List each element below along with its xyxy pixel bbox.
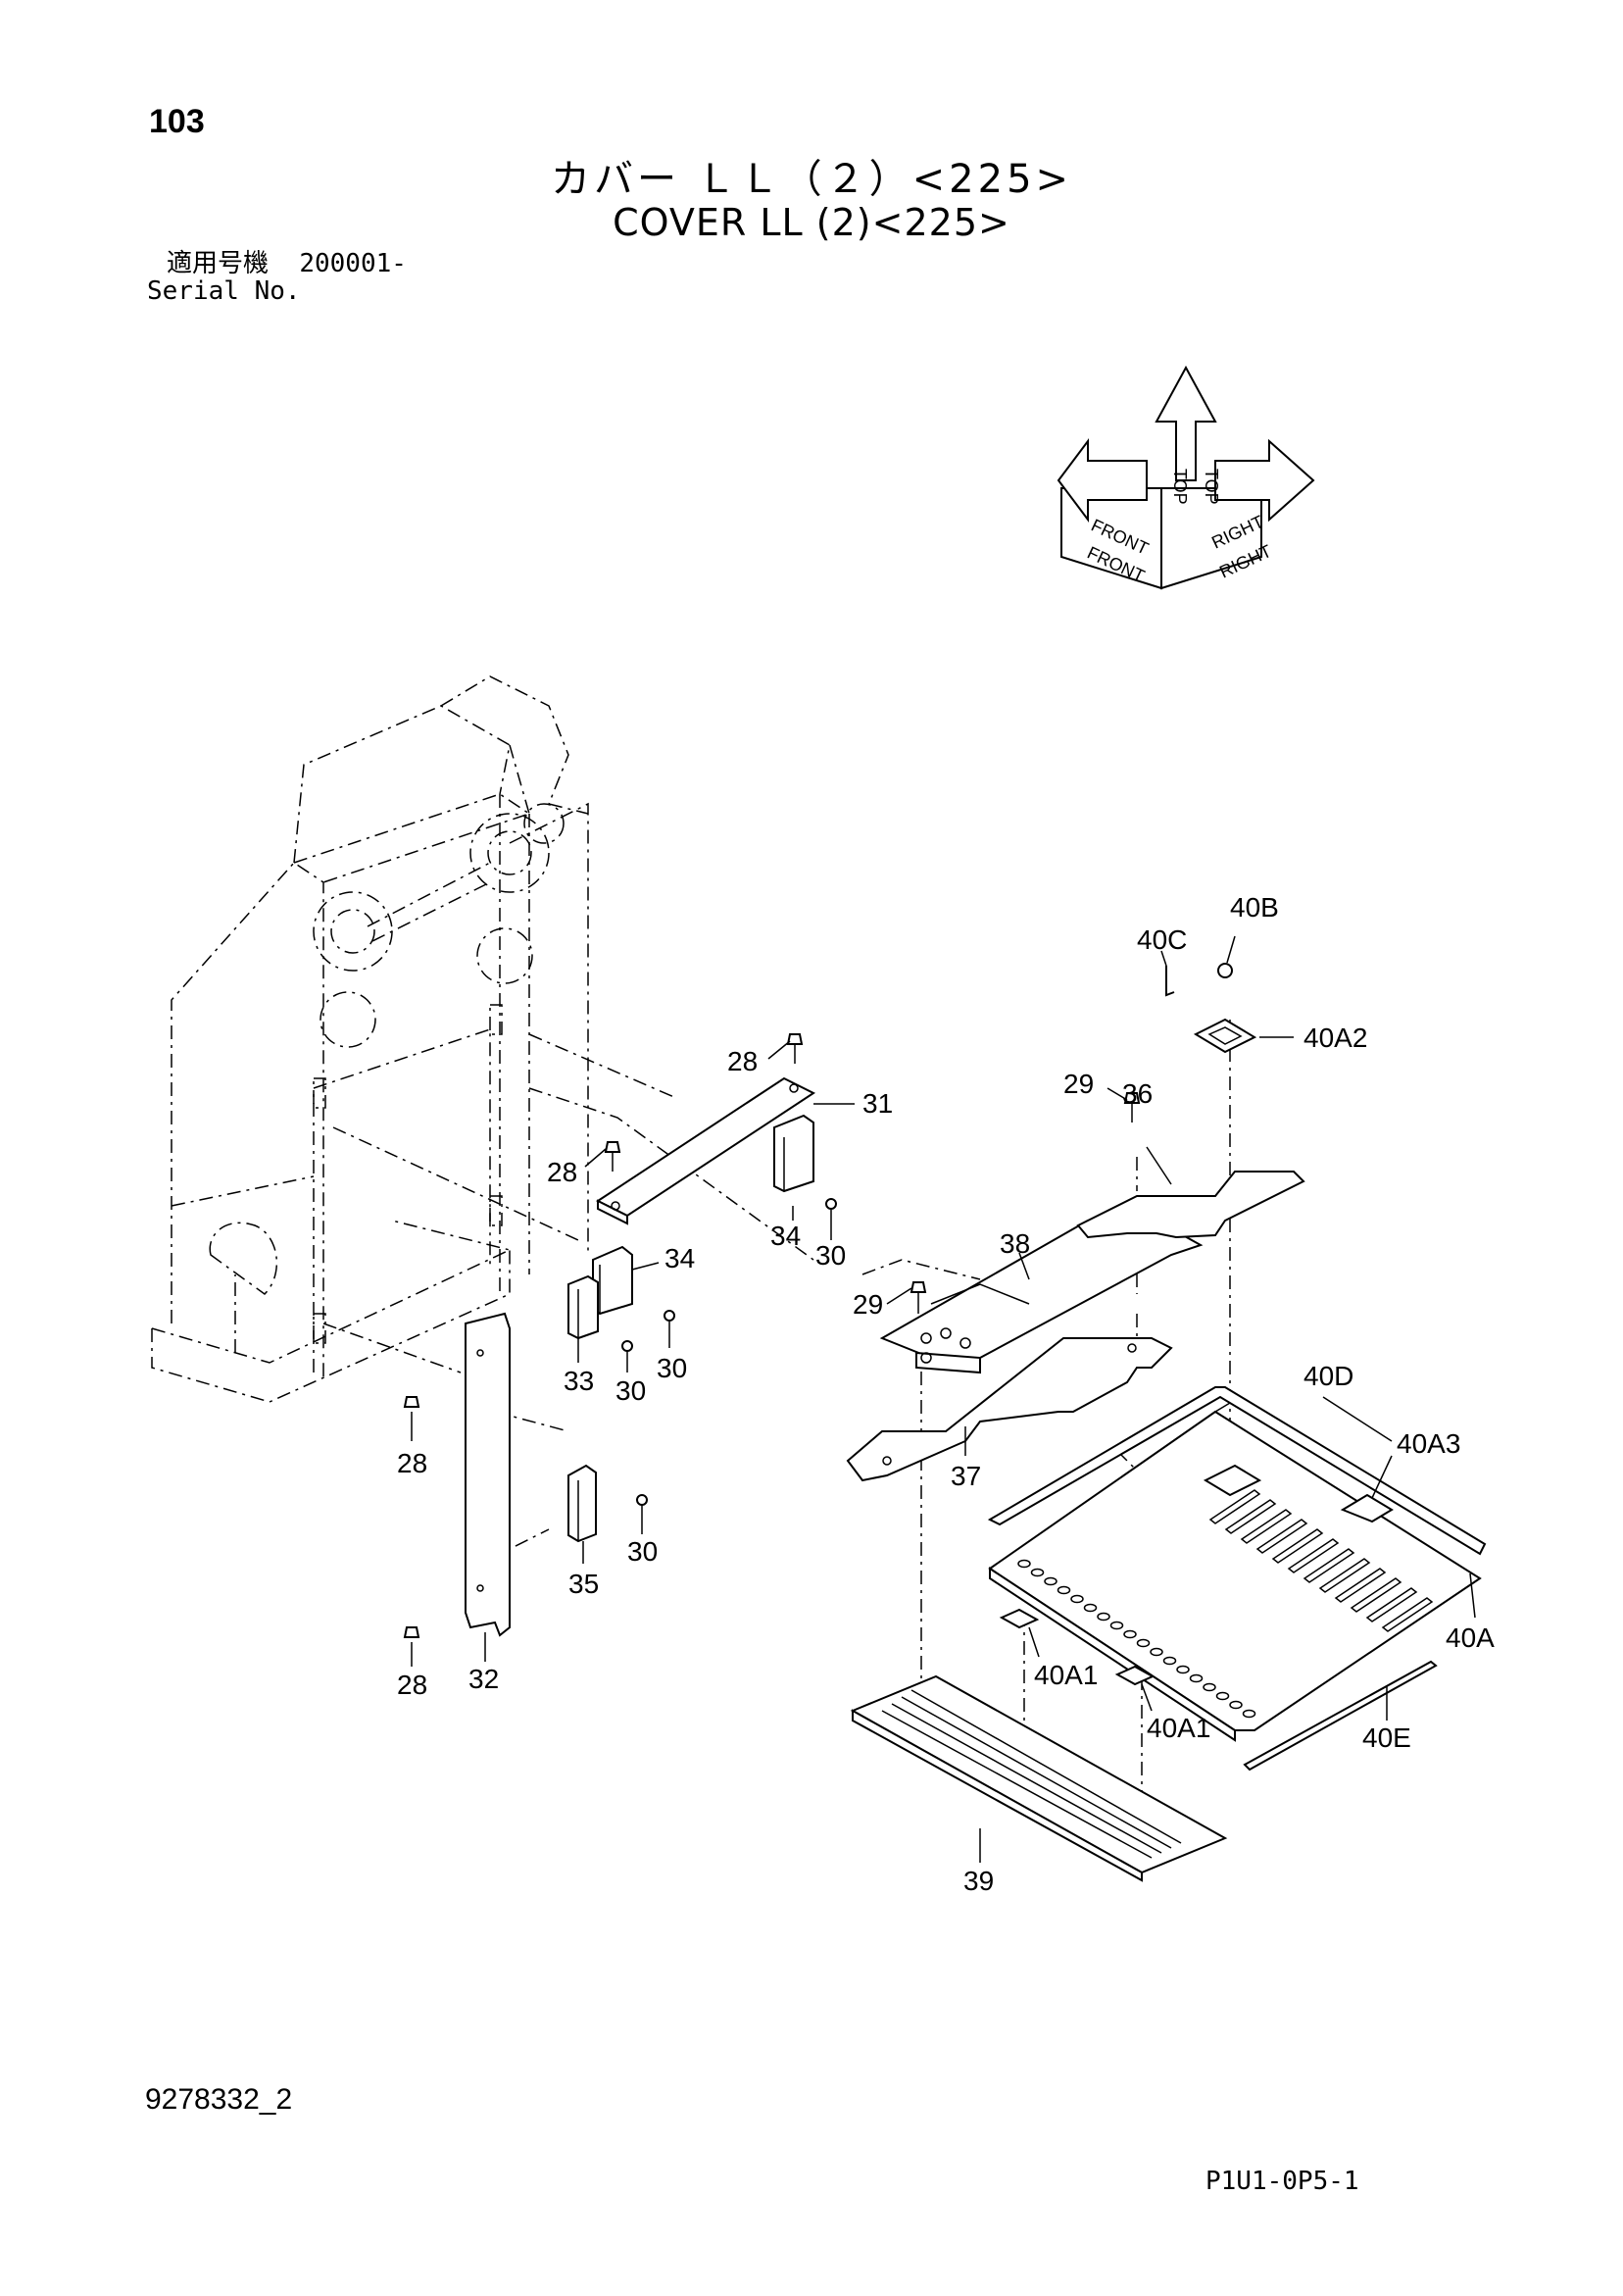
callout-34: 34 [770, 1221, 801, 1251]
part-36-plate [1076, 1171, 1305, 1239]
part-40a1-hinge-1 [999, 1608, 1040, 1629]
callout-40b: 40B [1230, 892, 1279, 923]
vent-hole [1176, 1665, 1190, 1674]
serial-value: 200001- [299, 249, 407, 278]
part-40a2-latch [1193, 1018, 1257, 1054]
callout-28: 28 [727, 1046, 758, 1076]
vent-hole [1109, 1621, 1124, 1630]
callout-33: 33 [564, 1366, 594, 1396]
callout-40d: 40D [1303, 1361, 1353, 1391]
vent-slot [1287, 1538, 1340, 1573]
part-40b-knob [1217, 963, 1233, 978]
callout-40a1: 40A1 [1147, 1713, 1210, 1743]
part-37-plate [846, 1337, 1173, 1482]
vent-slot [1365, 1587, 1418, 1622]
vent-hole [1057, 1585, 1071, 1595]
vent-hole [1162, 1656, 1177, 1666]
vent-hole [1123, 1629, 1137, 1639]
vent-slot [1303, 1548, 1355, 1583]
part-39-step [850, 1674, 1228, 1882]
vent-slot [1350, 1577, 1402, 1613]
part-33-bracket [567, 1274, 599, 1340]
callout-31: 31 [862, 1088, 893, 1119]
callout-30: 30 [627, 1536, 658, 1567]
part-40c-pin [1165, 966, 1175, 997]
vent-slot [1208, 1489, 1261, 1524]
reference-code: P1U1-0P5-1 [1205, 2167, 1359, 2196]
callout-38: 38 [1000, 1228, 1030, 1259]
vent-hole [1030, 1568, 1045, 1577]
orientation-top-label: TOP [1170, 469, 1190, 505]
title-english: COVER LL (2)<225> [613, 201, 1010, 244]
callout-28: 28 [547, 1157, 577, 1187]
serial-block: 適用号機 200001- Serial No. [147, 250, 407, 305]
vent-hole [1215, 1691, 1230, 1701]
serial-label-jp: 適用号機 [167, 249, 270, 278]
title-japanese: カバー ＬＬ（２）<225> [550, 157, 1073, 202]
vent-hole [1097, 1612, 1110, 1622]
part-40a3-handle [1340, 1493, 1394, 1523]
vent-hole [1136, 1638, 1151, 1648]
part-31-stay [596, 1076, 815, 1225]
callout-29: 29 [1063, 1069, 1094, 1099]
vent-slot [1240, 1509, 1293, 1544]
part-40a1-hinge-2 [1114, 1665, 1156, 1686]
frame-ghost [151, 675, 589, 1403]
callout-29: 29 [853, 1289, 883, 1320]
part-40d-seal [987, 1386, 1487, 1556]
callout-30: 30 [815, 1240, 846, 1271]
callout-40a: 40A [1446, 1622, 1495, 1653]
part-40a-slots-rear [1208, 1489, 1434, 1632]
vent-hole [1070, 1594, 1084, 1604]
page-number: 103 [149, 103, 205, 140]
callout-40e: 40E [1362, 1722, 1411, 1753]
callout-32: 32 [468, 1664, 499, 1694]
orientation-top-label-2: TOP [1202, 469, 1221, 505]
part-40a-cover [988, 1399, 1482, 1742]
part-34-bracket-upper [773, 1114, 814, 1193]
callout-40a1: 40A1 [1034, 1660, 1098, 1690]
callout-36: 36 [1122, 1078, 1153, 1109]
orientation-indicator: FRONT FRONT TOP TOP RIGHT RIGHT [1057, 365, 1315, 590]
vent-slot [1224, 1499, 1277, 1534]
vent-hole [1203, 1682, 1216, 1692]
callout-28: 28 [397, 1448, 427, 1478]
vent-slot [1381, 1597, 1434, 1632]
callout-30: 30 [615, 1375, 646, 1406]
vent-slot [1255, 1519, 1308, 1554]
vent-hole [1044, 1576, 1057, 1586]
callout-40a3: 40A3 [1397, 1428, 1460, 1459]
document-number: 9278332_2 [145, 2083, 293, 2116]
leader-lines [411, 935, 1476, 1863]
callout-28: 28 [397, 1670, 427, 1700]
callout-34: 34 [664, 1243, 695, 1273]
callout-40c: 40C [1137, 924, 1187, 955]
vent-hole [1189, 1673, 1204, 1683]
part-32-plate [465, 1312, 511, 1637]
vent-slot [1271, 1528, 1324, 1564]
callout-37: 37 [951, 1461, 981, 1491]
part-40a-slots-front [1017, 1559, 1256, 1719]
serial-label-en: Serial No. [147, 276, 301, 306]
vent-hole [1150, 1647, 1163, 1657]
vent-hole [1242, 1709, 1256, 1719]
callout-30: 30 [657, 1353, 687, 1383]
callout-40a2: 40A2 [1303, 1023, 1367, 1053]
part-40e-strip [1243, 1660, 1438, 1772]
vent-hole [1083, 1603, 1098, 1613]
vent-hole [1017, 1559, 1031, 1569]
callout-35: 35 [568, 1569, 599, 1599]
callout-39: 39 [963, 1866, 994, 1896]
callout-labels: 28 31 28 34 30 34 33 30 30 28 30 35 28 3… [397, 892, 1495, 1896]
vent-slot [1334, 1568, 1387, 1603]
part-35-bracket [567, 1464, 597, 1543]
vent-slot [1318, 1558, 1371, 1593]
vent-hole [1229, 1700, 1243, 1710]
